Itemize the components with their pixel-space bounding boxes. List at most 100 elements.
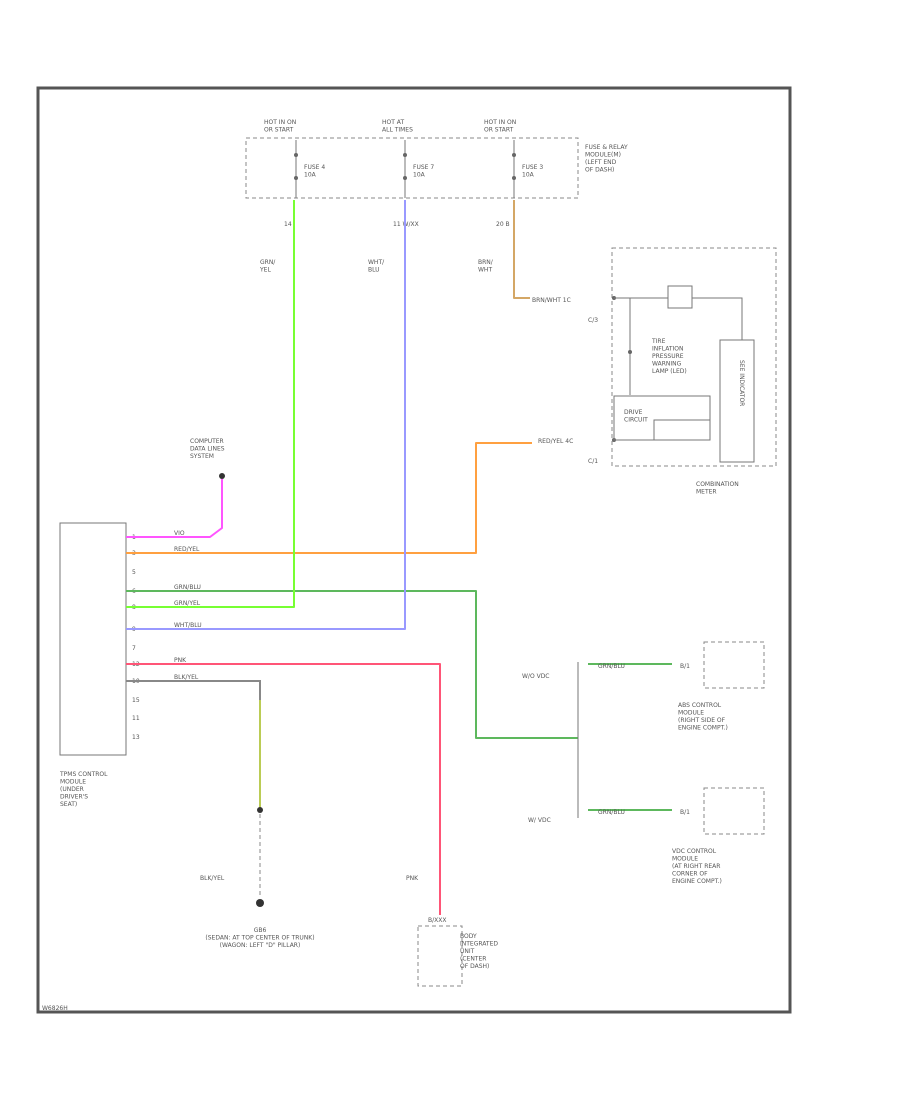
wire-brn-wht-fuse3 [513,200,530,299]
supply-2-fuse-top-terminal [403,153,407,157]
label-line: HOT AT [382,119,404,126]
wire-label-wht-blu: WHT/BLU [368,259,385,274]
supply-2-fuse-bottom-terminal [403,176,407,180]
label-line: LAMP (LED) [652,368,687,375]
label-line: 10A [413,172,426,179]
label-line: FUSE & RELAY [585,144,628,151]
label-line: ENGINE COMPT.) [678,725,728,732]
tpms-pin-number: 15 [132,697,140,704]
label-line: MODULE [678,710,704,717]
supply-3-fuse-bottom-terminal [512,176,516,180]
tpms-pin-wire-label: VIO [174,530,185,537]
label-line: (SEDAN: AT TOP CENTER OF TRUNK) [205,935,314,942]
tpms-pin-wire-label: BLK/YEL [174,674,199,681]
label-line: HOT IN ON [264,119,296,126]
tpms-pin-number: 7 [132,645,136,652]
label-line: GRN/ [260,259,276,266]
meter-indicator-block [719,339,755,463]
vdc-wire-label: GRN/BLU [598,809,625,816]
label-line: FUSE 7 [413,164,434,171]
label-line: MODULE(M) [585,152,621,159]
meter-internal-top-right [692,297,743,340]
meter-connector-bottom-sub: C/1 [588,458,598,465]
diagram-id: W6826H [42,1005,68,1012]
label-line: DATA LINES [190,446,225,453]
biu-wire-label: PNK [406,875,419,882]
label-line: VDC CONTROL [672,848,717,855]
wire-pnk-biu [126,663,441,915]
meter-connector-top-sub: C/3 [588,317,598,324]
label-line: (UNDER [60,786,84,793]
label-line: (LEFT END [585,159,617,166]
wire-grn-blu-can [126,590,578,739]
wire-label-brn-wht: BRN/WHT [478,259,494,274]
abs-wire-label: GRN/BLU [598,663,625,670]
label-line: COMPUTER [190,438,224,445]
meter-connector-bottom: RED/YEL 4C [538,438,573,445]
label-line: YEL [259,267,271,274]
meter-connector-top: BRN/WHT 1C [532,297,571,304]
drive-circuit-box [613,395,711,441]
label-line: OR START [484,127,514,134]
label-line: MODULE [672,856,698,863]
wire-wht-blu-fuse7 [126,200,406,630]
tpms-pin-wire-label: GRN/YEL [174,600,201,607]
tpms-pin-number: 11 [132,715,140,722]
wire-vio-data [126,479,223,538]
vdc-branch-left-label: W/ VDC [528,817,551,824]
label-line: CORNER OF [672,871,708,878]
label-line: DRIVE [624,409,643,416]
label-line: ENGINE COMPT.) [672,878,722,885]
label-line: OF DASH) [460,963,489,970]
label-line: UNIT [460,948,475,955]
label-line: ALL TIMES [382,127,413,134]
ground-wire-label: BLK/YEL [200,875,225,882]
label-line: 10A [304,172,317,179]
meter-indicator-side-text: SEE INDICATOR [738,360,745,406]
label-line: BODY [460,933,477,940]
tpms-wire-labels: VIORED/YELGRN/BLUGRN/YELWHT/BLUPNKBLK/YE… [174,530,202,681]
supply-3-fuse-top-terminal [512,153,516,157]
ground-location-label: GB6(SEDAN: AT TOP CENTER OF TRUNK)(WAGON… [205,927,314,949]
wire-label-grn-yel: GRN/YEL [259,259,276,274]
tpms-pin-wire-label: GRN/BLU [174,584,201,591]
label-line: BRN/ [478,259,494,266]
tpms-pin-wire-label: RED/YEL [174,546,200,553]
vdc-control-module-box [703,787,765,835]
label-line: TPMS CONTROL [59,771,108,778]
label-line: SEAT) [60,801,77,808]
label-line: (RIGHT SIDE OF [678,717,726,724]
body-integrated-unit-box [417,925,463,987]
label-line: FUSE 4 [304,164,325,171]
abs-control-module-box [703,641,765,689]
label-line: (CENTER [460,956,486,963]
warning-lamp-led [667,285,693,309]
label-line: COMBINATION [696,481,739,488]
label-line: INFLATION [652,346,683,353]
label-line: 10A [522,172,535,179]
data-lines-connector [219,473,225,479]
label-line: FUSE 3 [522,164,543,171]
label-line: SYSTEM [190,453,214,460]
label-line: (AT RIGHT REAR [672,863,720,870]
label-line: HOT IN ON [484,119,516,126]
label-line: TIRE [651,338,666,345]
label-line: (WAGON: LEFT "D" PILLAR) [220,942,301,949]
supply-1-fuse-top-terminal [294,153,298,157]
label-line: DRIVER'S [60,794,88,801]
ground-terminal [256,899,264,907]
